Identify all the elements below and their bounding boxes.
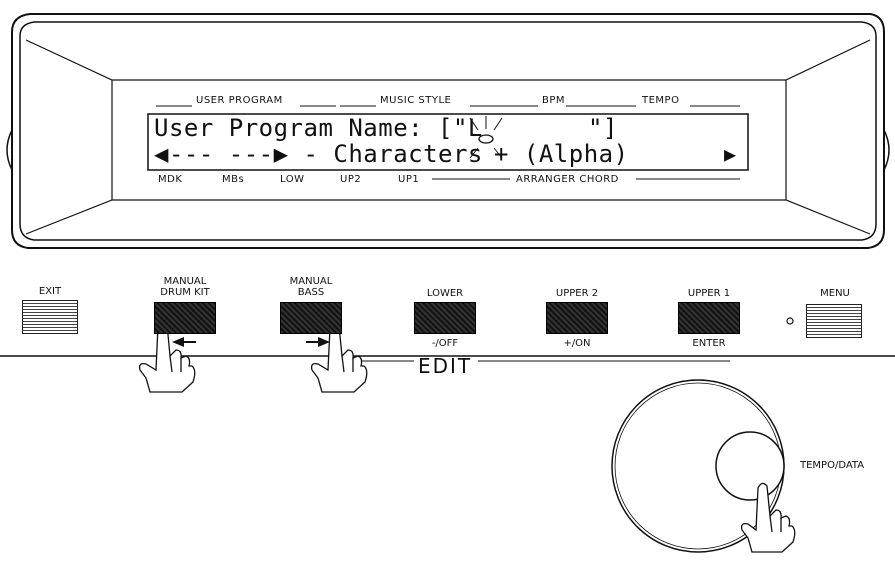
lcd-line-2-right: + (Alpha) <box>494 140 629 168</box>
label-mdk: MDK <box>158 174 183 185</box>
menu-led <box>786 317 794 325</box>
lower-sub-label: -/OFF <box>431 338 459 349</box>
label-up2: UP2 <box>340 174 362 185</box>
menu-button[interactable] <box>806 304 862 338</box>
label-mbs: MBs <box>222 174 245 185</box>
label-bpm: BPM <box>542 95 566 106</box>
manual-bass-button[interactable] <box>280 302 342 334</box>
pointing-hand-icon-dial <box>740 482 796 553</box>
upper-1-button[interactable] <box>678 302 740 334</box>
exit-button[interactable] <box>22 300 78 334</box>
exit-label: EXIT <box>38 286 62 297</box>
upper-2-sub-label: +/ON <box>563 338 591 349</box>
label-tempo: TEMPO <box>642 95 680 106</box>
upper-2-label: UPPER 2 <box>555 288 599 299</box>
upper-2-button[interactable] <box>546 302 608 334</box>
edit-label: EDIT <box>418 354 473 378</box>
lower-button[interactable] <box>414 302 476 334</box>
manual-drum-kit-button[interactable] <box>154 302 216 334</box>
label-up1: UP1 <box>398 174 420 185</box>
manual-bass-label: MANUAL BASS <box>289 276 333 298</box>
lower-label: LOWER <box>426 288 464 299</box>
label-arranger-chord: ARRANGER CHORD <box>516 174 619 185</box>
right-arrow-icon <box>306 337 330 347</box>
tempo-data-dial[interactable] <box>611 379 785 553</box>
label-music-style: MUSIC STYLE <box>380 95 452 106</box>
tempo-data-label: TEMPO/DATA <box>800 460 865 471</box>
lcd-line-1: User Program Name: ["L <box>154 114 483 142</box>
lcd-right-arrow-icon: ▶ <box>724 142 737 166</box>
label-low: LOW <box>280 174 305 185</box>
upper-1-sub-label: ENTER <box>692 338 726 349</box>
manual-drum-kit-label: MANUAL DRUM KIT <box>160 276 210 298</box>
lcd-line-2-left: ◀--- ---▶ - Characters <box>154 140 483 168</box>
upper-1-label: UPPER 1 <box>687 288 731 299</box>
label-user-program: USER PROGRAM <box>196 95 283 106</box>
left-arrow-icon <box>172 337 196 347</box>
menu-label: MENU <box>820 288 850 299</box>
cursor-blink-icon <box>469 116 503 159</box>
lcd-line-1-end: "] <box>588 114 618 142</box>
